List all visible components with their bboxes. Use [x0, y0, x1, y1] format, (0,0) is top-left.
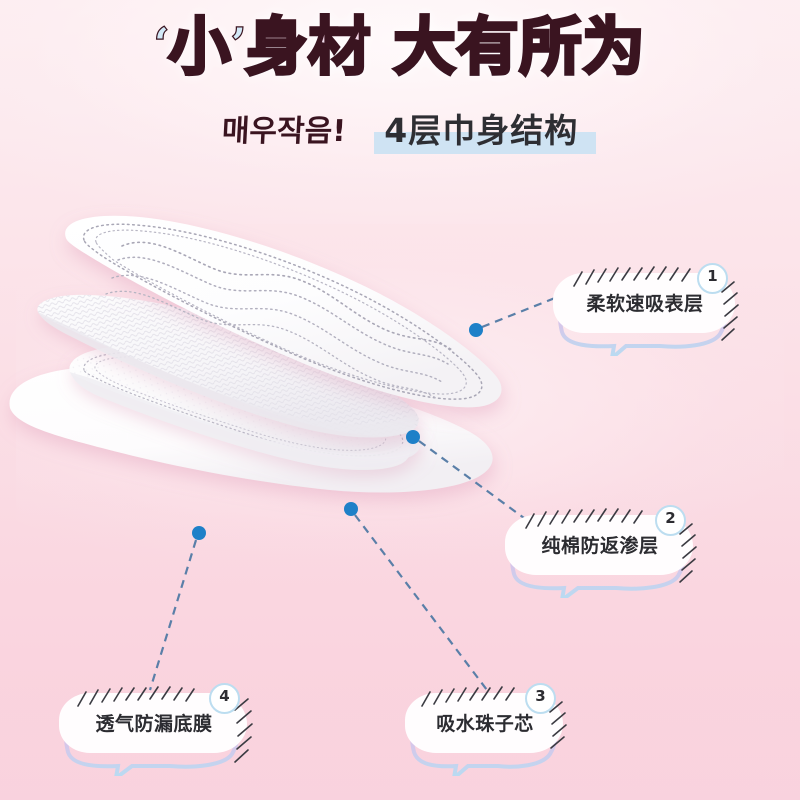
headline-word-body: 身材 [244, 10, 373, 83]
callout-bubble-3[interactable]: 吸水珠子芯 3 [408, 683, 567, 776]
quote-open-mark: ‘ [153, 19, 169, 69]
callout-bubble-2[interactable]: 纯棉防返渗层 2 [508, 505, 697, 598]
headline: ‘小’身材大有所为 [0, 14, 800, 80]
callout-bubble-1[interactable]: 柔软速吸表层 1 [556, 263, 739, 356]
product-illustration [0, 160, 800, 660]
bubble-3-label: 吸水珠子芯 [436, 713, 534, 735]
bubble-1-label: 柔软速吸表层 [586, 293, 704, 315]
callout-bubble-4[interactable]: 透气防漏底膜 4 [62, 683, 253, 776]
headline-inner: ‘小’身材大有所为 [153, 14, 646, 80]
layer-top-surface [65, 215, 502, 408]
bubble-3-badge: 3 [525, 683, 556, 714]
bubble-4-label: 透气防漏底膜 [95, 713, 213, 735]
subtitle-row: 매우작음! 4层巾身结构 [0, 104, 800, 154]
subtitle-highlight-bar [374, 132, 597, 154]
subtitle-korean: 매우작음! [220, 114, 347, 149]
layer-cotton-mesh [37, 294, 419, 438]
bubble-2-badge: 2 [655, 505, 686, 536]
product-layers-svg [9, 215, 502, 493]
subtitle-chinese-wrap: 4层巾身结构 [374, 104, 597, 154]
quote-close-mark: ’ [230, 19, 246, 69]
bubble-1-badge: 1 [697, 263, 728, 294]
subtitle-chinese: 4层巾身结构 [384, 111, 579, 150]
bubble-4-body[interactable]: 透气防漏底膜 [62, 696, 244, 750]
bubble-2-label: 纯棉防返渗层 [541, 535, 659, 557]
headline-word-small: 小 [167, 10, 233, 83]
bubble-4-badge: 4 [209, 683, 240, 714]
headline-phrase-right: 大有所为 [392, 10, 647, 83]
background-glow-top [0, 0, 800, 224]
